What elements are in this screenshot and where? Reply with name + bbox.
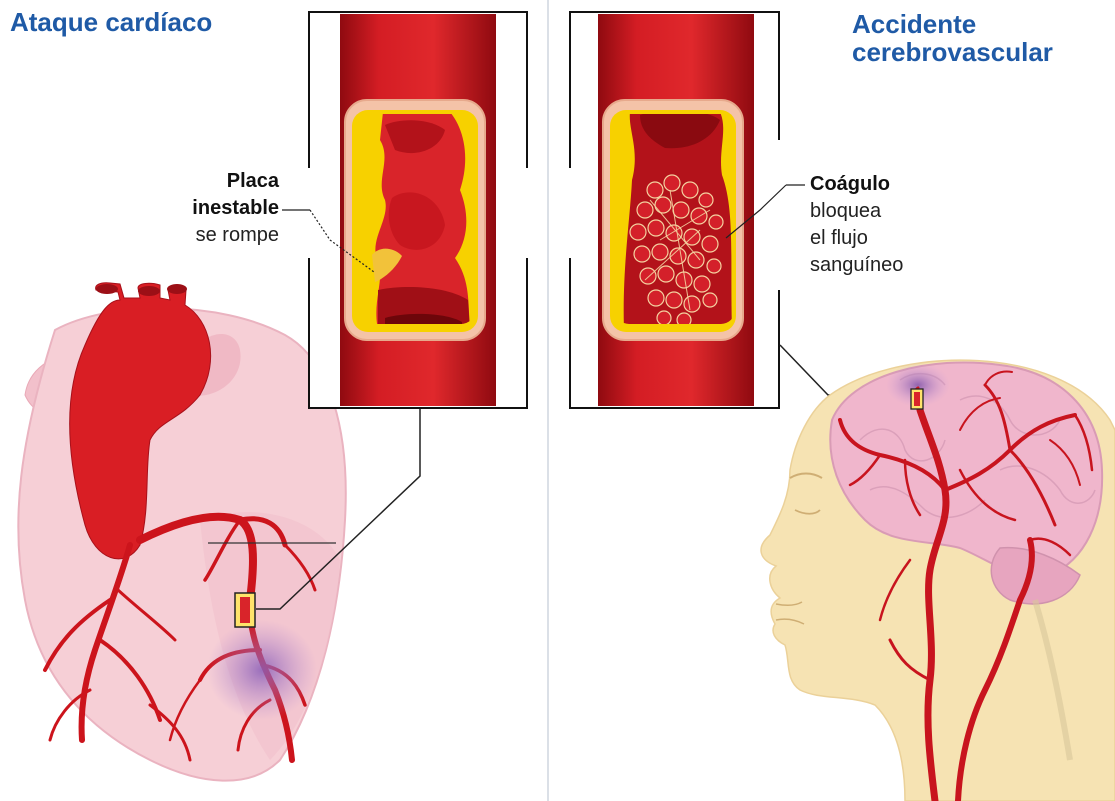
callout-right-line2: bloquea bbox=[810, 198, 960, 225]
title-stroke-line1: Accidente bbox=[852, 10, 1053, 38]
head-brain-illustration bbox=[761, 360, 1115, 801]
callout-unstable-plaque: Placa inestable se rompe bbox=[139, 168, 279, 249]
artery-cross-section-plaque bbox=[305, 12, 531, 408]
callout-right-bold: Coágulo bbox=[810, 173, 890, 195]
title-heart-attack: Ataque cardíaco bbox=[10, 8, 212, 36]
heart-illustration bbox=[18, 283, 346, 781]
callout-clot: Coágulo bloquea el flujo sanguíneo bbox=[810, 171, 960, 279]
callout-right-line4: sanguíneo bbox=[810, 252, 960, 279]
title-stroke: Accidente cerebrovascular bbox=[852, 10, 1053, 66]
artery-cross-section-clot bbox=[566, 12, 783, 408]
callout-left-text: se rompe bbox=[139, 222, 279, 249]
title-stroke-line2: cerebrovascular bbox=[852, 38, 1053, 66]
callout-right-line3: el flujo bbox=[810, 225, 960, 252]
callout-left-bold-2: inestable bbox=[192, 197, 279, 219]
callout-left-bold-1: Placa bbox=[227, 170, 279, 192]
